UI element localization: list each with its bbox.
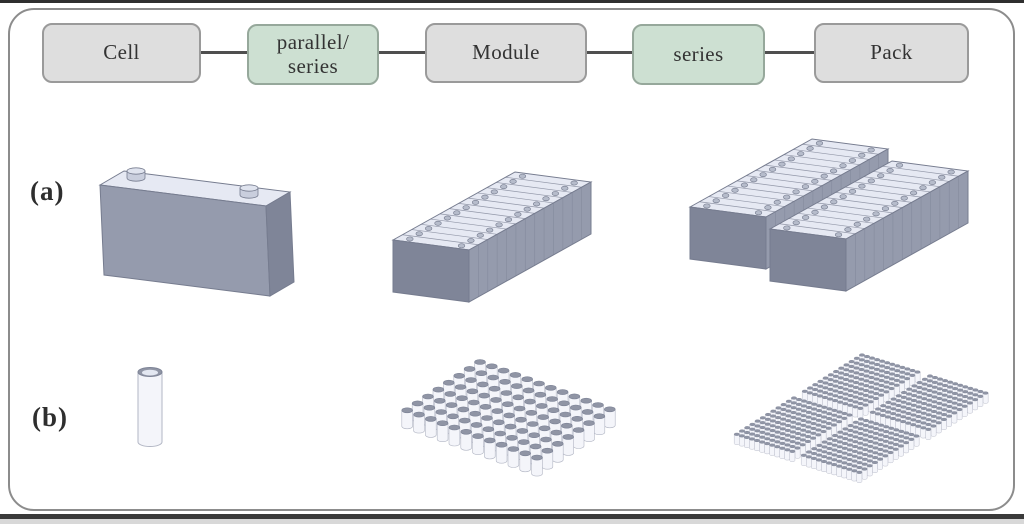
flow-connector <box>379 51 427 54</box>
flow-connector <box>199 51 249 54</box>
flow-connector <box>585 51 634 54</box>
cylindrical-module-illustration <box>401 359 616 477</box>
flow-node-series: series <box>632 24 765 85</box>
cylindrical-cell-illustration <box>137 367 163 447</box>
flow-node-parallel-series: parallel/ series <box>247 24 379 85</box>
prismatic-pack-illustration <box>688 138 970 292</box>
figure-top-rule <box>0 0 1024 3</box>
figure-bottom-margin <box>0 519 1024 524</box>
figure-frame <box>8 8 1015 511</box>
flow-node-pack: Pack <box>814 23 969 83</box>
row-label-b: (b) <box>32 402 68 432</box>
flow-node-cell: Cell <box>42 23 201 83</box>
figure-bottom-rule <box>0 514 1024 519</box>
prismatic-module-illustration <box>391 171 593 303</box>
row-label-a: (a) <box>30 176 65 206</box>
flow-node-module: Module <box>425 23 587 83</box>
prismatic-cell-illustration <box>98 167 295 297</box>
cylindrical-pack-illustration <box>733 353 989 483</box>
flow-connector <box>763 51 816 54</box>
